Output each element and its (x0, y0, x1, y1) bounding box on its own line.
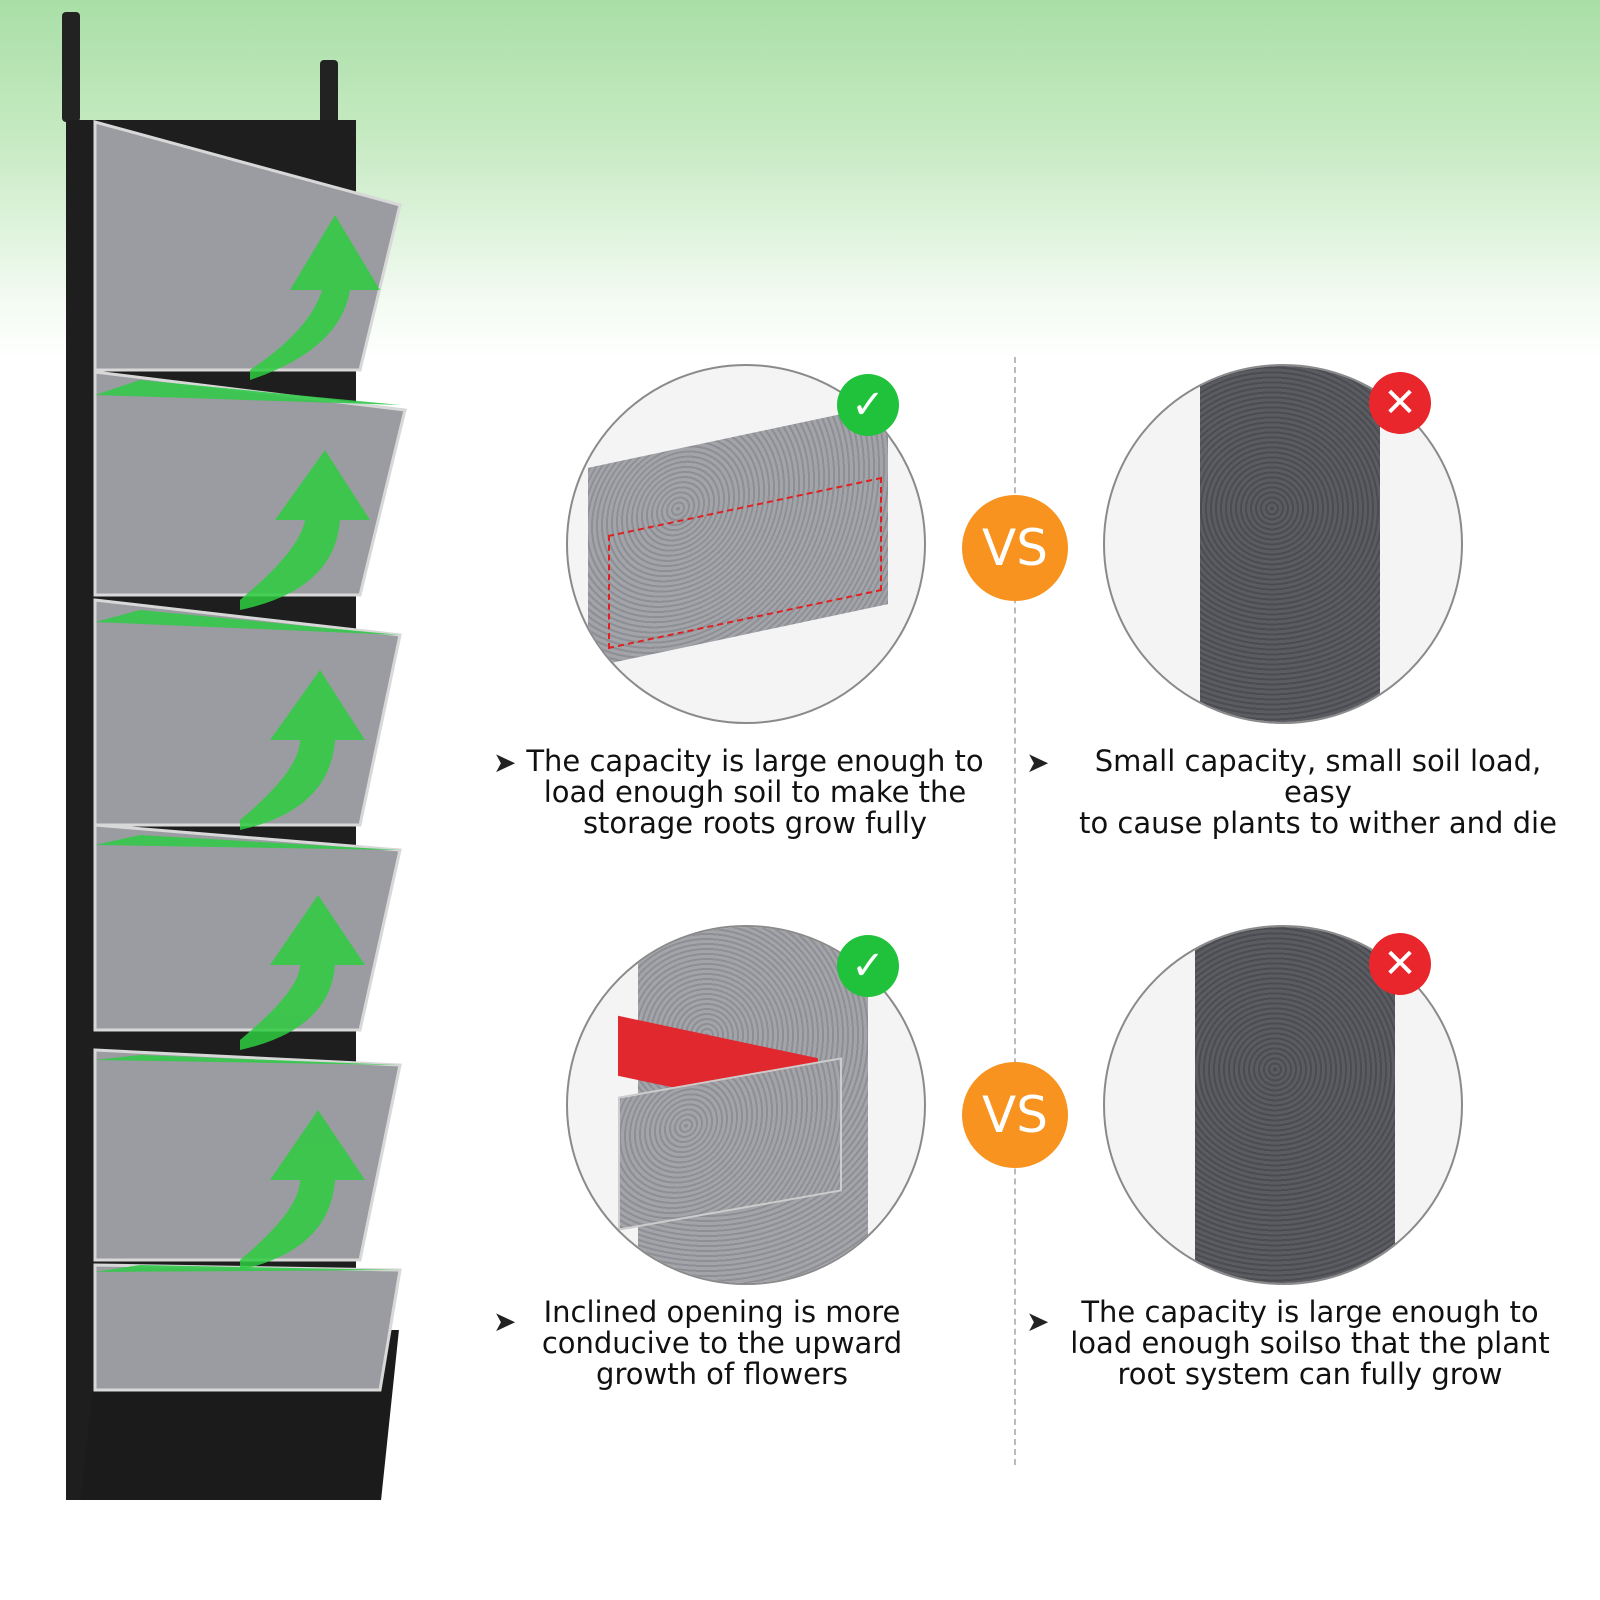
pocket-4 (93, 823, 402, 1032)
center-divider (1014, 357, 1016, 1465)
caption-line: storage roots grow fully (582, 806, 928, 840)
soil-green-4 (95, 835, 400, 850)
caption-line: load enough soilso that the plant (1070, 1326, 1550, 1360)
cross-icon: ✕ (1369, 372, 1431, 434)
bullet-arrow-icon: ➤ (493, 746, 517, 779)
cross-icon: ✕ (1369, 933, 1431, 995)
inclined-opening-caption: Inclined opening is more conducive to th… (522, 1297, 922, 1390)
good-capacity-caption: The capacity is large enough to load eno… (520, 746, 990, 839)
soil-green-3 (95, 610, 400, 635)
soil-green-2 (95, 380, 400, 405)
caption-line: conducive to the upward (541, 1326, 903, 1360)
caption-line: Small capacity, small soil load, easy (1094, 744, 1542, 809)
bullet-arrow-icon: ➤ (1026, 1305, 1050, 1338)
caption-line: Inclined opening is more (543, 1295, 901, 1329)
strap-left (62, 12, 80, 122)
bullet-arrow-icon: ➤ (1026, 746, 1050, 779)
caption-line: growth of flowers (596, 1357, 848, 1391)
upward-arrows (240, 215, 380, 1270)
caption-line: to cause plants to wither and die (1079, 806, 1557, 840)
soil-green-6 (95, 1265, 400, 1272)
large-capacity-caption: The capacity is large enough to load eno… (1060, 1297, 1560, 1390)
check-icon: ✓ (837, 935, 899, 997)
soil-green-5 (95, 1055, 400, 1065)
small-capacity-caption: Small capacity, small soil load, easy to… (1058, 746, 1578, 839)
caption-line: The capacity is large enough to (1081, 1295, 1539, 1329)
bullet-arrow-icon: ➤ (493, 1305, 517, 1338)
pocket-3 (93, 598, 402, 827)
inclined-opening-photo (566, 925, 926, 1285)
vs-badge: VS (962, 495, 1068, 601)
vs-badge: VS (962, 1062, 1068, 1168)
caption-line: The capacity is large enough to (526, 744, 984, 778)
pocket-5 (93, 1048, 402, 1262)
planter-pockets (93, 120, 407, 1392)
check-icon: ✓ (837, 374, 899, 436)
pocket-2 (93, 370, 407, 597)
hanging-planter-image (60, 10, 420, 1510)
caption-line: root system can fully grow (1117, 1357, 1503, 1391)
pocket-1 (93, 120, 402, 372)
caption-line: load enough soil to make the (543, 775, 967, 809)
pocket-6 (93, 1263, 402, 1392)
